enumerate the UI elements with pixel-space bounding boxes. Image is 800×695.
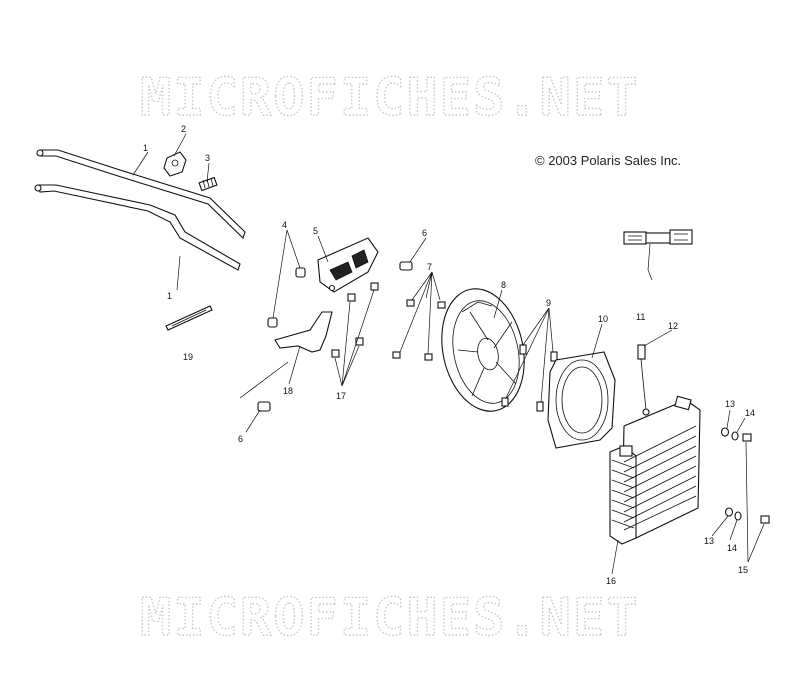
copyright-text: © 2003 Polaris Sales Inc. <box>535 153 681 168</box>
callout-1-upper: 1 <box>143 143 148 153</box>
cooling-fan[interactable] <box>431 281 535 419</box>
callout-6-upper: 6 <box>422 228 427 238</box>
fan-screw-group[interactable] <box>392 299 446 361</box>
callout-19: 19 <box>183 352 193 362</box>
cooler-bolt-upper[interactable] <box>742 433 752 442</box>
washer-upper[interactable] <box>720 427 730 437</box>
bolt-lower[interactable] <box>257 401 271 412</box>
callout-13-lower: 13 <box>704 536 714 546</box>
bolt-upper[interactable] <box>399 261 413 271</box>
shroud-clip-group[interactable] <box>501 344 558 412</box>
watermark-bottom: MICROFICHES.NET <box>140 588 640 648</box>
fan-shroud[interactable] <box>547 351 616 449</box>
callout-7: 7 <box>427 262 432 272</box>
callout-2: 2 <box>181 124 186 134</box>
callout-15: 15 <box>738 565 748 575</box>
callout-3: 3 <box>205 153 210 163</box>
callout-5: 5 <box>313 226 318 236</box>
callout-18: 18 <box>283 386 293 396</box>
callout-12: 12 <box>668 321 678 331</box>
washer-lower[interactable] <box>724 507 734 517</box>
bracket-nut-lower[interactable] <box>267 317 278 328</box>
decal-strip[interactable] <box>165 305 213 331</box>
oil-cooler[interactable] <box>609 395 701 545</box>
callout-9: 9 <box>546 298 551 308</box>
clamp-bolt[interactable] <box>198 176 218 192</box>
callout-1-lower: 1 <box>167 291 172 301</box>
callout-6-lower: 6 <box>238 434 243 444</box>
lock-washer-lower[interactable] <box>734 511 742 521</box>
callout-4: 4 <box>282 220 287 230</box>
watermark-top: MICROFICHES.NET <box>140 68 640 128</box>
cooler-bolt-lower[interactable] <box>760 515 770 524</box>
leader-lines <box>132 133 765 575</box>
callout-14-upper: 14 <box>745 408 755 418</box>
mounting-bracket-plate[interactable] <box>317 237 379 293</box>
callout-11: 11 <box>636 312 645 322</box>
callout-14-lower: 14 <box>727 543 737 553</box>
bracket-nut-upper[interactable] <box>295 267 306 278</box>
temperature-sensor[interactable] <box>637 344 650 416</box>
callout-16: 16 <box>606 576 616 586</box>
oil-line-lower[interactable] <box>34 184 241 271</box>
fan-mount-bracket[interactable] <box>274 311 333 353</box>
oil-line-upper[interactable] <box>36 149 246 240</box>
callout-10: 10 <box>598 314 608 324</box>
line-clamp[interactable] <box>163 151 187 177</box>
callout-17: 17 <box>336 391 346 401</box>
lock-washer-upper[interactable] <box>731 431 739 441</box>
speed-clip-group[interactable] <box>331 282 379 358</box>
callout-8: 8 <box>501 280 506 290</box>
callout-13-upper: 13 <box>725 399 735 409</box>
wire-connector[interactable] <box>623 229 693 245</box>
